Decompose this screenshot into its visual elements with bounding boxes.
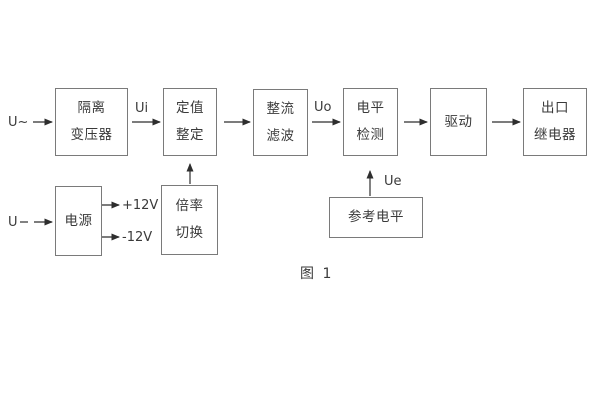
block-label: 变压器 <box>70 127 113 143</box>
block-label: 继电器 <box>534 127 576 143</box>
block-label: 整定 <box>176 127 204 143</box>
block-label: 驱动 <box>444 113 473 130</box>
block-label: 隔离 <box>77 100 106 116</box>
block-output-relay: 出口 继电器 <box>523 88 587 156</box>
block-power-supply: 电源 <box>55 186 102 256</box>
figure-caption: 图 1 <box>300 266 334 282</box>
signal-label-minus12v: -12V <box>122 230 153 245</box>
signal-label-uo: Uo <box>314 100 332 115</box>
block-reference-level: 参考电平 <box>329 197 423 238</box>
block-rectifier-filter: 整流 滤波 <box>253 89 308 156</box>
block-level-detection: 电平 检测 <box>343 88 398 156</box>
signal-label-u-dc: U <box>8 215 18 230</box>
block-label: 电平 <box>356 100 385 116</box>
signal-label-ue: Ue <box>384 174 402 189</box>
signal-label-ui: Ui <box>135 101 149 116</box>
block-setting: 定值 整定 <box>163 88 217 156</box>
block-label: 倍率 <box>175 198 204 214</box>
block-label: 滤波 <box>266 127 295 144</box>
block-label: 检测 <box>356 127 385 143</box>
block-label: 出口 <box>541 100 569 116</box>
block-drive: 驱动 <box>430 88 487 156</box>
signal-label-plus12v: +12V <box>122 198 159 213</box>
block-label: 切换 <box>175 225 204 241</box>
block-label: 定值 <box>176 100 204 116</box>
block-ratio-switch: 倍率 切换 <box>161 185 218 255</box>
block-isolation-transformer: 隔离 变压器 <box>55 88 128 156</box>
block-label: 整流 <box>266 100 295 117</box>
block-label: 电源 <box>64 212 93 229</box>
signal-label-u-ac: U~ <box>8 115 29 130</box>
block-label: 参考电平 <box>348 209 404 225</box>
